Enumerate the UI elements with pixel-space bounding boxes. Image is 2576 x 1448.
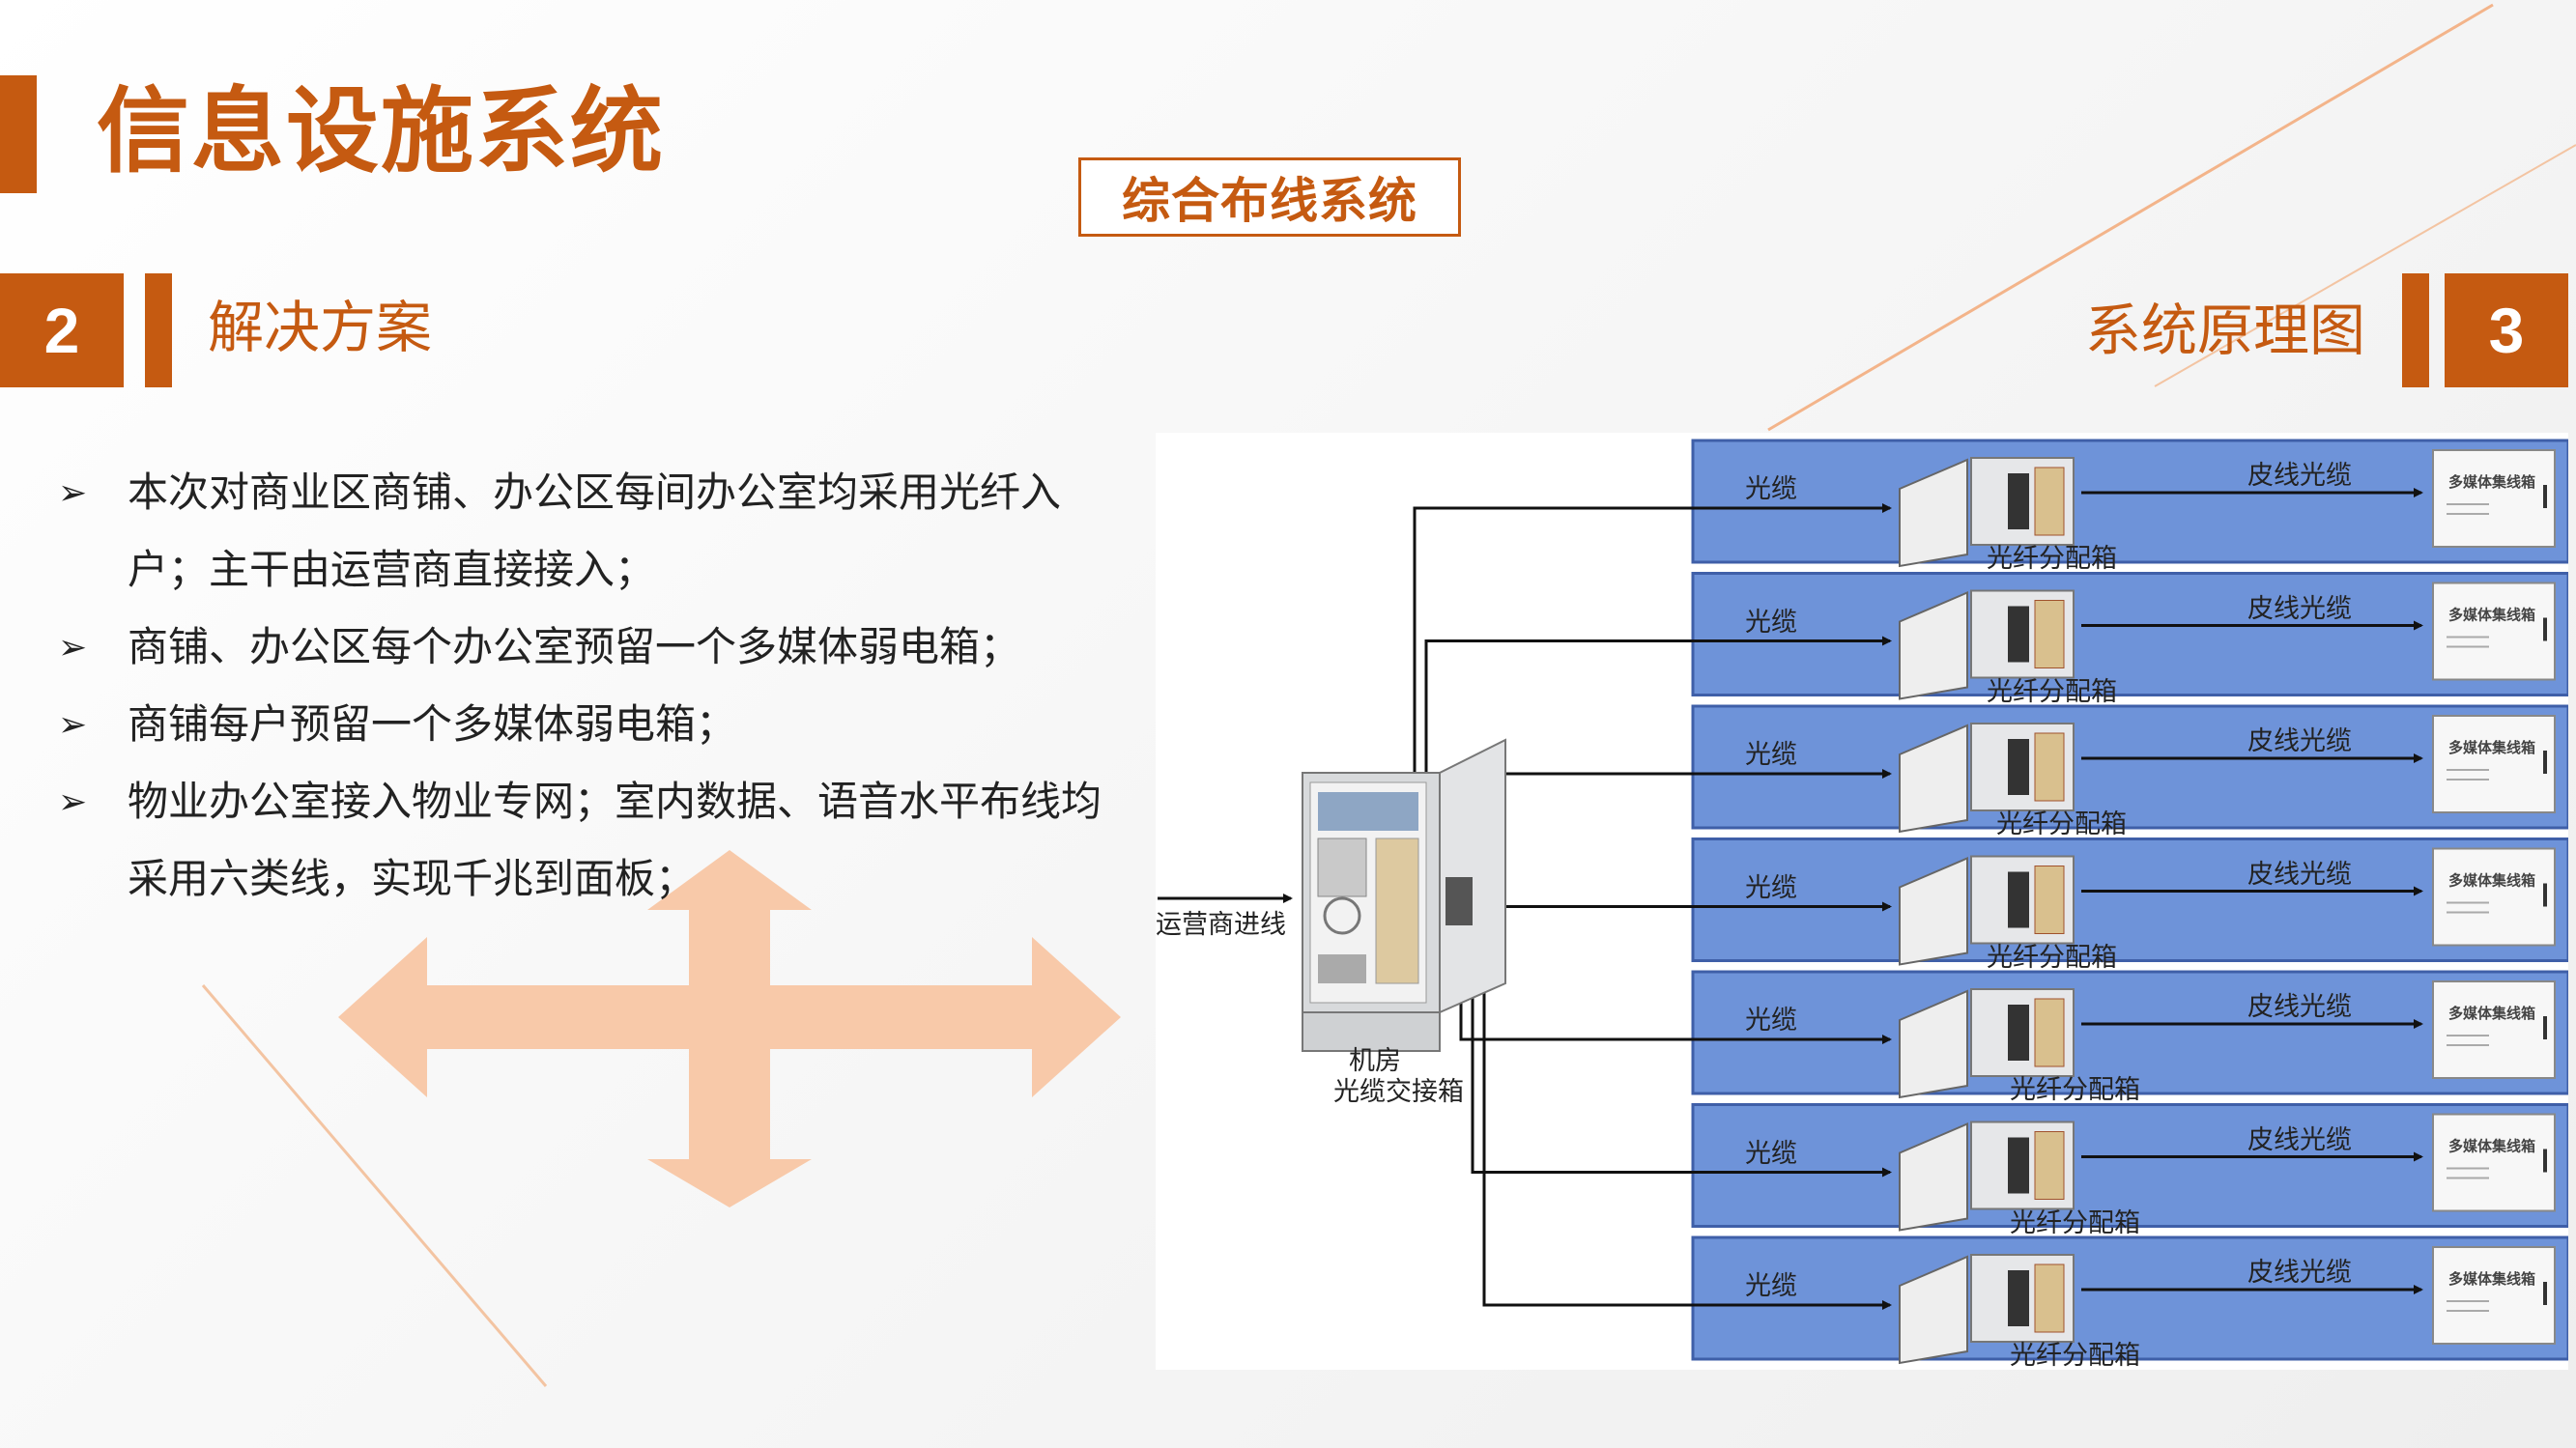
section-number-left: 2 — [0, 273, 124, 387]
incoming-label: 运营商进线 — [1156, 910, 1286, 939]
diagram-graphics: 多媒体集线箱多媒体集线箱多媒体集线箱多媒体集线箱多媒体集线箱多媒体集线箱多媒体集… — [1158, 439, 2568, 1365]
distribution-box-label: 光纤分配箱 — [2010, 1075, 2140, 1104]
distribution-row — [1691, 1235, 2568, 1361]
media-box-latch — [2543, 485, 2547, 508]
media-box-icon — [2432, 847, 2556, 947]
bullet-arrow-icon: ➢ — [58, 627, 88, 667]
media-box-text: 多媒体集线箱 — [2448, 739, 2535, 756]
cabinet-icon — [1302, 738, 1506, 1052]
box-module — [2008, 1005, 2029, 1061]
box-door — [1899, 856, 1968, 966]
media-box-icon — [2432, 1113, 2556, 1212]
distribution-row — [1691, 572, 2568, 696]
box-module — [2008, 473, 2029, 529]
list-item: ➢ 商铺每户预留一个多媒体弱电箱； — [58, 686, 1140, 763]
media-box-latch — [2543, 751, 2547, 774]
cross-arrow-icon — [338, 850, 1121, 1207]
distribution-row — [1691, 439, 2568, 564]
box-door — [1899, 989, 1968, 1099]
media-box-text: 多媒体集线箱 — [2448, 607, 2535, 624]
box-door — [1899, 1255, 1968, 1365]
list-item: ➢ 物业办公室接入物业专网；室内数据、语音水平布线均采用六类线，实现千兆到面板； — [58, 763, 1140, 918]
cable-label: 光缆 — [1745, 872, 1797, 902]
media-box-text: 多媒体集线箱 — [2448, 1270, 2535, 1288]
section-bar-left — [145, 273, 172, 387]
drop-cable-label: 皮线光缆 — [2247, 461, 2352, 490]
distribution-box-label: 光纤分配箱 — [1987, 676, 2117, 706]
box-splice-tray — [2034, 866, 2065, 934]
bullet-arrow-icon: ➢ — [58, 704, 88, 744]
box-splice-tray — [2034, 998, 2065, 1067]
media-box-text: 多媒体集线箱 — [2448, 872, 2535, 890]
media-box-icon — [2432, 582, 2556, 681]
box-splice-tray — [2034, 732, 2065, 802]
drop-cable-label: 皮线光缆 — [2247, 992, 2352, 1021]
media-box-text: 多媒体集线箱 — [2448, 473, 2535, 491]
box-splice-tray — [2034, 1263, 2065, 1333]
media-box-icon — [2432, 449, 2556, 548]
section-title-right: 系统原理图 — [2085, 299, 2366, 362]
bullet-list: ➢ 本次对商业区商铺、办公区每间办公室均采用光纤入户；主干由运营商直接接入； ➢… — [58, 454, 1140, 918]
media-box-text: 多媒体集线箱 — [2448, 1005, 2535, 1022]
system-diagram: 多媒体集线箱多媒体集线箱多媒体集线箱多媒体集线箱多媒体集线箱多媒体集线箱多媒体集… — [1156, 433, 2568, 1370]
cable-label: 光缆 — [1745, 1271, 1797, 1300]
distribution-row — [1691, 838, 2568, 962]
media-box-latch — [2543, 617, 2547, 641]
decor-line — [2154, 144, 2576, 387]
list-item: ➢ 商铺、办公区每个办公室预留一个多媒体弱电箱； — [58, 609, 1140, 686]
list-item: ➢ 本次对商业区商铺、办公区每间办公室均采用光纤入户；主干由运营商直接接入； — [58, 454, 1140, 609]
cable-label: 光缆 — [1745, 607, 1797, 637]
drop-cable-label: 皮线光缆 — [2247, 726, 2352, 755]
drop-cable-label: 皮线光缆 — [2247, 1124, 2352, 1154]
cabinet-label: 光缆交接箱 — [1333, 1077, 1464, 1106]
box-splice-tray — [2034, 1131, 2065, 1200]
subsystem-label: 综合布线系统 — [1078, 157, 1461, 237]
box-splice-tray — [2034, 467, 2065, 536]
section-number-right: 3 — [2445, 273, 2568, 387]
box-door — [1899, 724, 1968, 834]
media-box-icon — [2432, 1246, 2556, 1345]
box-door — [1899, 590, 1968, 700]
decor-line — [201, 984, 548, 1387]
drop-cable-label: 皮线光缆 — [2247, 859, 2352, 889]
box-module — [2008, 1137, 2029, 1194]
media-box-latch — [2543, 1016, 2547, 1039]
distribution-box-label: 光纤分配箱 — [1996, 809, 2127, 838]
bullet-arrow-icon: ➢ — [58, 472, 88, 512]
media-box-latch — [2543, 1282, 2547, 1305]
media-box-latch — [2543, 883, 2547, 907]
drop-cable-label: 皮线光缆 — [2247, 1258, 2352, 1287]
distribution-box-label: 光纤分配箱 — [1987, 942, 2117, 972]
section-bar-right — [2402, 273, 2429, 387]
media-box-icon — [2432, 980, 2556, 1079]
media-box-latch — [2543, 1149, 2547, 1173]
distribution-box-label: 光纤分配箱 — [2010, 1341, 2140, 1370]
box-module — [2008, 606, 2029, 663]
box-door — [1899, 1121, 1968, 1232]
drop-cable-label: 皮线光缆 — [2247, 593, 2352, 623]
distribution-row — [1691, 970, 2568, 1095]
cable-label: 光缆 — [1745, 474, 1797, 503]
box-module — [2008, 739, 2029, 795]
distribution-box-label: 光纤分配箱 — [1987, 544, 2117, 573]
box-module — [2008, 1270, 2029, 1326]
box-module — [2008, 871, 2029, 928]
bullet-arrow-icon: ➢ — [58, 781, 88, 821]
cable-label: 光缆 — [1745, 1138, 1797, 1168]
box-splice-tray — [2034, 600, 2065, 668]
cable-label: 光缆 — [1745, 740, 1797, 769]
page-title: 信息设施系统 — [97, 80, 665, 184]
distribution-box-label: 光纤分配箱 — [2010, 1207, 2140, 1237]
distribution-row — [1691, 1103, 2568, 1228]
media-box-text: 多媒体集线箱 — [2448, 1138, 2535, 1155]
decor-line — [1767, 3, 2494, 432]
media-box-icon — [2432, 715, 2556, 813]
cable-label: 光缆 — [1745, 1006, 1797, 1035]
cabinet-label-room: 机房 — [1349, 1046, 1401, 1075]
title-accent-bar — [0, 75, 37, 193]
box-door — [1899, 458, 1968, 568]
distribution-row — [1691, 704, 2568, 830]
section-title-left: 解决方案 — [208, 297, 433, 359]
